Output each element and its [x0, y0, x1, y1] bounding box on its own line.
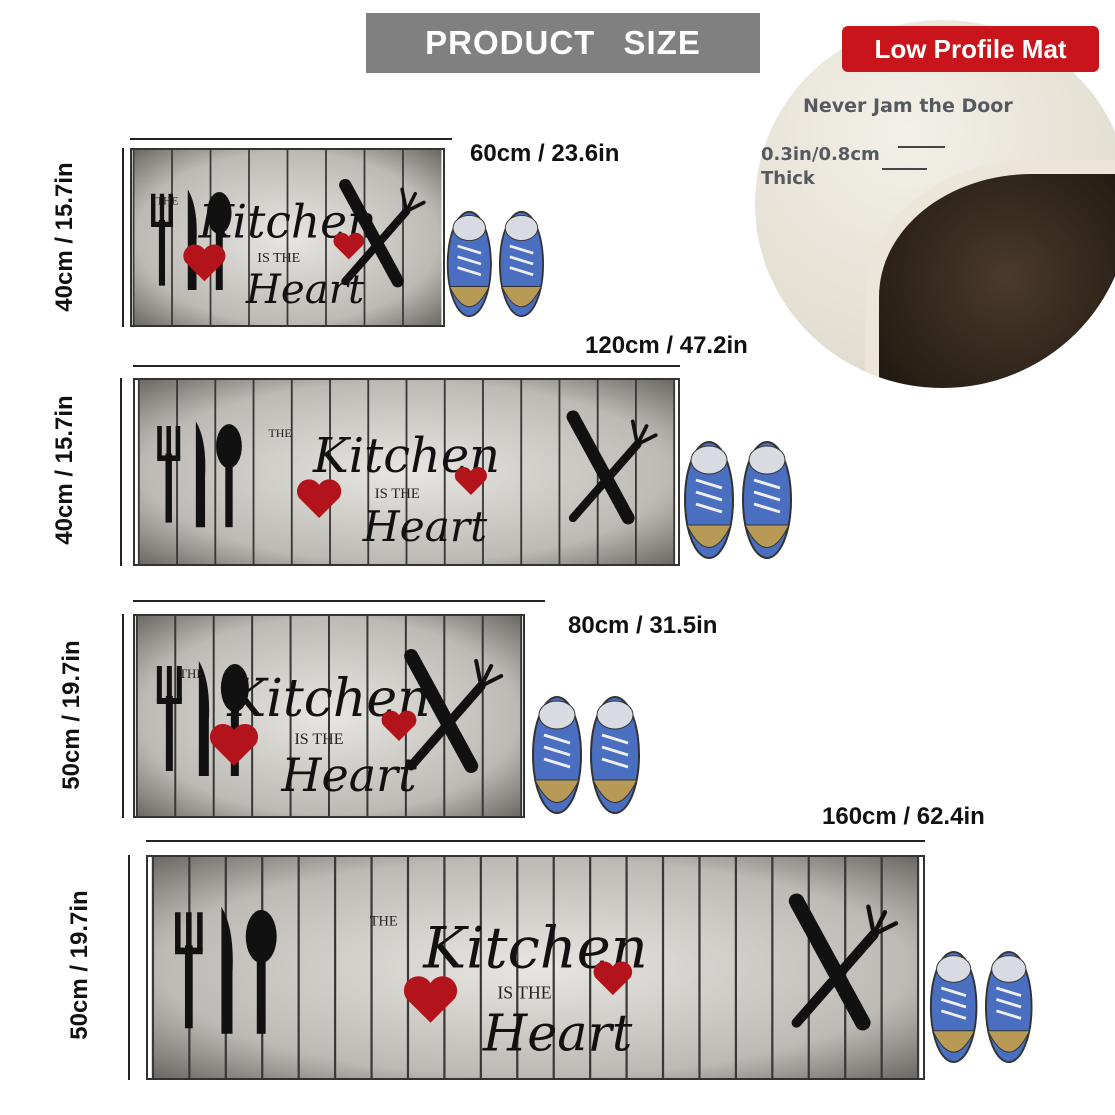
thickness-label: Thick	[761, 168, 815, 189]
crossed-knife-fork-icon	[339, 178, 426, 288]
heart-icon	[296, 479, 342, 518]
width-label: 80cm / 31.5in	[568, 612, 718, 639]
width-arrow	[130, 138, 452, 140]
fork-icon	[151, 193, 173, 286]
spoon-icon	[245, 910, 277, 1034]
page-title: PRODUCT SIZE	[366, 13, 760, 73]
svg-text:Heart: Heart	[362, 502, 488, 551]
knife-icon	[198, 661, 210, 776]
width-label: 160cm / 62.4in	[822, 803, 985, 830]
width-label: 60cm / 23.6in	[470, 140, 620, 167]
svg-text:THE: THE	[179, 666, 204, 681]
shoes-icon	[929, 950, 1033, 1064]
mat-artwork: THE Kitchen IS THE Heart	[151, 857, 920, 1078]
svg-text:Heart: Heart	[280, 748, 417, 802]
heart-icon	[333, 232, 365, 260]
fork-icon	[175, 912, 203, 1029]
spoon-icon	[216, 424, 242, 528]
kitchen-mat: THE Kitchen IS THE Heart	[146, 855, 925, 1080]
height-arrow	[122, 614, 124, 818]
mat-backing	[865, 160, 1115, 388]
fork-icon	[157, 426, 181, 523]
svg-text:THE: THE	[156, 195, 178, 207]
heart-icon	[593, 961, 633, 996]
heart-icon	[183, 244, 226, 282]
kitchen-mat: THE Kitchen IS THE Heart	[133, 378, 680, 566]
crossed-knife-fork-icon	[566, 410, 658, 525]
crossed-knife-fork-icon	[788, 893, 899, 1031]
thickness-line-bottom	[882, 168, 927, 170]
heart-icon	[403, 976, 458, 1023]
kitchen-mat: THE Kitchen IS THE Heart	[133, 614, 525, 818]
kitchen-mat: THE Kitchen IS THE Heart	[130, 148, 445, 327]
height-arrow	[122, 148, 124, 327]
svg-text:IS THE: IS THE	[294, 731, 343, 748]
mat-artwork: THE Kitchen IS THE Heart	[137, 380, 676, 564]
height-label: 40cm / 15.7in	[51, 162, 78, 312]
svg-text:Heart: Heart	[482, 1003, 633, 1062]
heart-icon	[381, 710, 417, 741]
width-arrow	[146, 840, 925, 842]
svg-text:IS THE: IS THE	[375, 486, 420, 502]
height-arrow	[120, 378, 122, 566]
svg-text:THE: THE	[370, 914, 398, 930]
fork-icon	[156, 666, 182, 771]
heart-icon	[454, 467, 487, 495]
width-label: 120cm / 47.2in	[585, 332, 748, 359]
shoes-icon	[532, 696, 640, 814]
thickness-value: 0.3in/0.8cm	[761, 144, 880, 165]
low-profile-badge: Low Profile Mat	[842, 26, 1099, 72]
tagline: Never Jam the Door	[803, 95, 1013, 117]
knife-icon	[221, 906, 233, 1034]
svg-text:Heart: Heart	[245, 267, 365, 313]
height-label: 50cm / 19.7in	[66, 890, 93, 1040]
svg-text:THE: THE	[269, 426, 292, 440]
thickness-line-top	[898, 146, 945, 148]
width-arrow	[133, 365, 680, 367]
width-arrow	[133, 600, 545, 602]
heart-icon	[209, 723, 259, 766]
height-arrow	[128, 855, 130, 1080]
crossed-knife-fork-icon	[404, 648, 504, 773]
mat-thickness-closeup	[755, 20, 1115, 388]
svg-text:IS THE: IS THE	[497, 982, 551, 1002]
shoes-icon	[684, 441, 792, 559]
height-label: 50cm / 19.7in	[58, 640, 85, 790]
height-label: 40cm / 15.7in	[51, 395, 78, 545]
knife-icon	[195, 421, 206, 528]
mat-artwork: THE Kitchen IS THE Heart	[132, 150, 442, 325]
mat-artwork: THE Kitchen IS THE Heart	[135, 616, 523, 816]
svg-text:IS THE: IS THE	[257, 251, 300, 266]
shoes-icon	[446, 210, 544, 318]
